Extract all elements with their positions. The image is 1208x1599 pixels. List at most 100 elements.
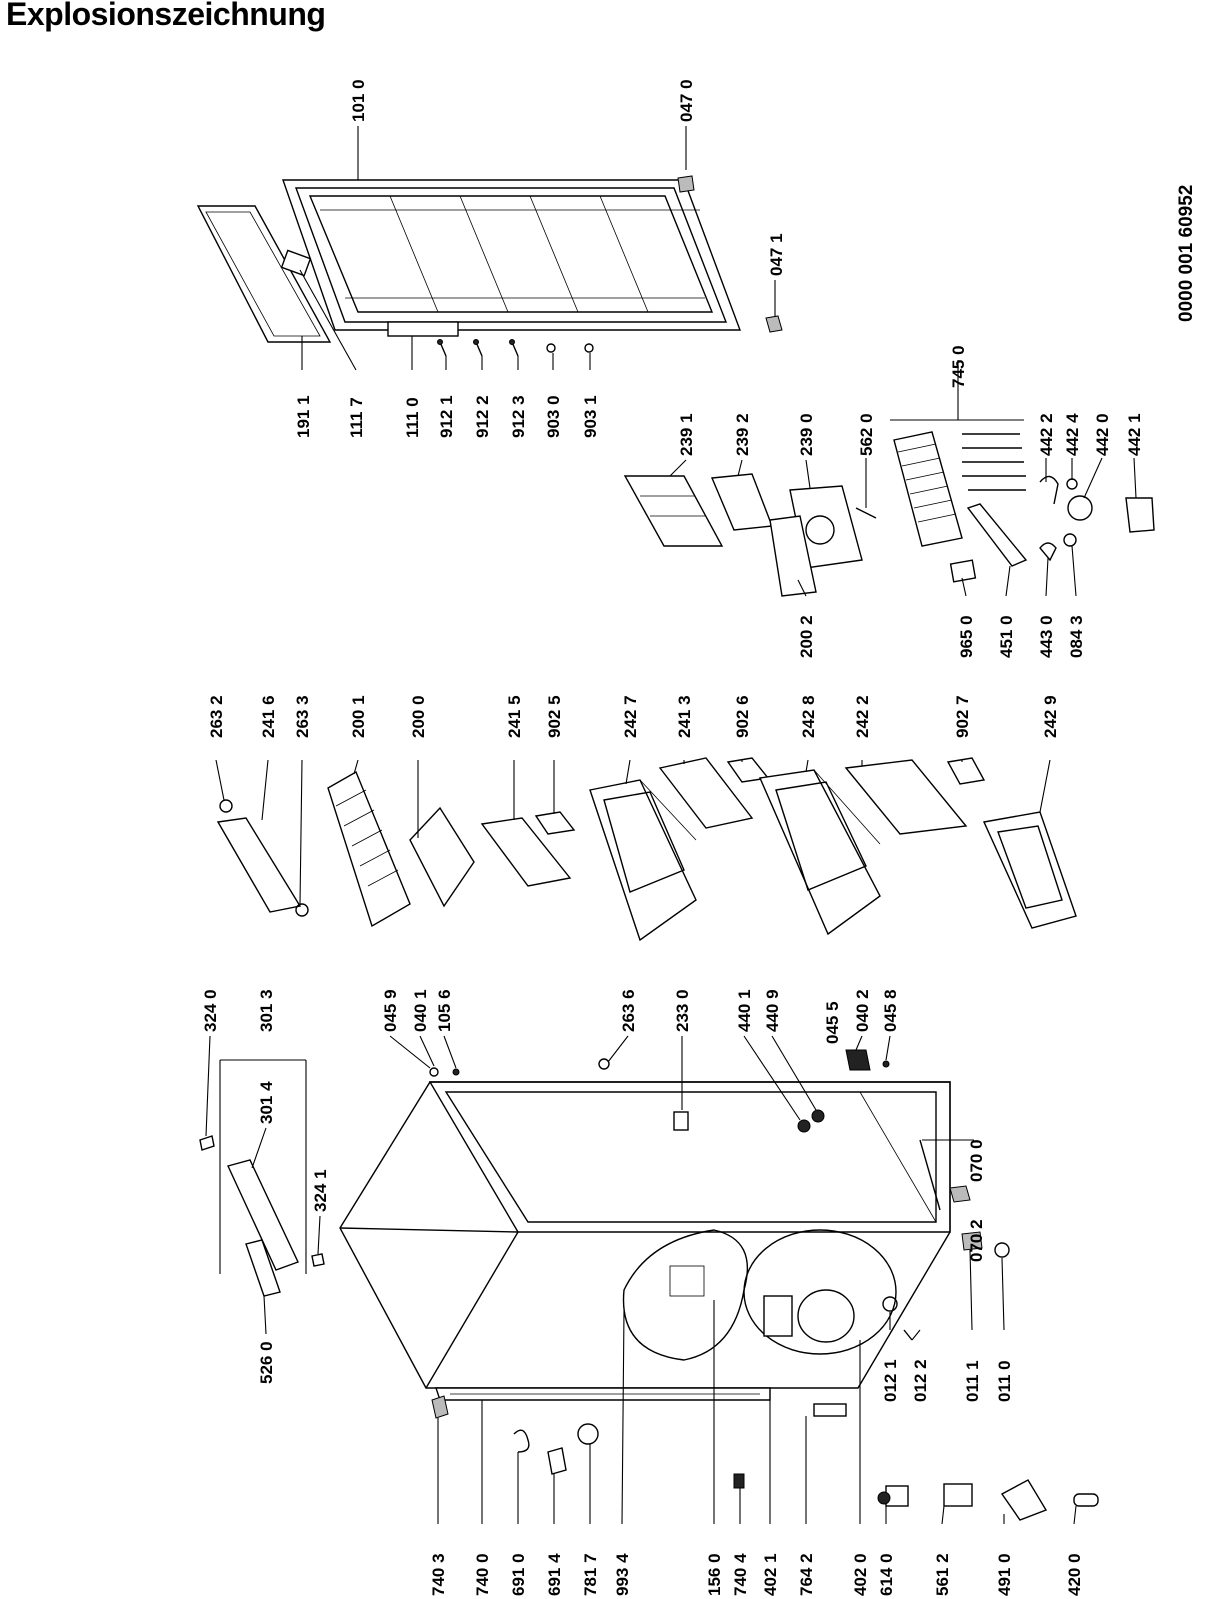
screw-912-2 xyxy=(473,339,483,357)
cabinet-body xyxy=(339,1081,951,1389)
label-451-0: 451 0 xyxy=(997,615,1016,658)
label-301-4: 301 4 xyxy=(257,1081,276,1124)
clip-263-3 xyxy=(295,903,309,917)
label-263-2: 263 2 xyxy=(207,695,226,738)
pin-324-0 xyxy=(199,1135,215,1151)
label-902-5: 902 5 xyxy=(545,695,564,738)
label-111-7: 111 7 xyxy=(347,397,366,438)
leaders-shelves xyxy=(215,759,1051,905)
cover-plate-239-1 xyxy=(623,475,724,547)
fan-part-442-2 xyxy=(1039,475,1059,505)
label-241-6: 241 6 xyxy=(259,695,278,738)
label-442-1: 442 1 xyxy=(1125,413,1144,456)
label-740-3: 740 3 xyxy=(429,1553,448,1596)
label-740-4: 740 4 xyxy=(731,1553,750,1596)
hinge-902-5 xyxy=(534,811,576,835)
starter-561-2 xyxy=(943,1483,973,1507)
thermostat-233-0 xyxy=(673,1111,689,1131)
label-903-0: 903 0 xyxy=(544,395,563,438)
label-105-6: 105 6 xyxy=(435,989,454,1032)
label-561-2: 561 2 xyxy=(933,1553,952,1596)
label-442-2: 442 2 xyxy=(1037,413,1056,456)
label-045-8: 045 8 xyxy=(881,989,900,1032)
label-191-1: 191 1 xyxy=(294,395,313,438)
drawer-242-9 xyxy=(982,811,1077,929)
bushing-263-6 xyxy=(598,1058,610,1070)
drawer-242-7 xyxy=(589,779,697,942)
clip-903-1 xyxy=(584,343,594,353)
label-012-2: 012 2 xyxy=(911,1359,930,1402)
part-labels: 101 0 047 0 047 1 191 1 111 7 111 0 912 … xyxy=(201,79,1144,1596)
flap-241-5 xyxy=(480,817,572,887)
label-045-5: 045 5 xyxy=(823,1001,842,1044)
top-bracket-526-0 xyxy=(245,1239,281,1297)
door-shelf-241-6 xyxy=(216,817,302,913)
label-691-0: 691 0 xyxy=(509,1553,528,1596)
relay-614-0 xyxy=(877,1485,909,1507)
label-242-8: 242 8 xyxy=(799,695,818,738)
hinge-902-7 xyxy=(946,757,986,785)
evaporator-745-0 xyxy=(890,360,1026,547)
hinge-040-2 xyxy=(845,1049,871,1071)
label-402-1: 402 1 xyxy=(761,1553,780,1596)
cable-691-0 xyxy=(513,1429,530,1453)
plug-740-3 xyxy=(431,1395,449,1419)
label-047-1: 047 1 xyxy=(767,233,786,276)
label-200-0: 200 0 xyxy=(409,695,428,738)
top-cover-301-4 xyxy=(227,1159,299,1271)
label-781-7: 781 7 xyxy=(581,1553,600,1596)
capacitor-420-0 xyxy=(1073,1493,1099,1507)
label-912-3: 912 3 xyxy=(509,395,528,438)
fan-cover-965-0 xyxy=(949,559,977,583)
label-324-0: 324 0 xyxy=(201,989,220,1032)
label-440-9: 440 9 xyxy=(763,989,782,1032)
label-263-3: 263 3 xyxy=(293,695,312,738)
plug-440-9 xyxy=(811,1109,825,1123)
label-239-2: 239 2 xyxy=(733,413,752,456)
label-745-0: 745 0 xyxy=(949,345,968,388)
fan-part-084-3 xyxy=(1063,533,1077,547)
page-title: Explosionszeichnung xyxy=(6,0,326,32)
hinge-105-6 xyxy=(452,1068,460,1076)
label-263-6: 263 6 xyxy=(619,989,638,1032)
label-101-0: 101 0 xyxy=(349,79,368,122)
wire-shelf-200-1 xyxy=(327,770,411,928)
label-070-0: 070 0 xyxy=(967,1139,986,1182)
label-233-0: 233 0 xyxy=(673,989,692,1032)
drawer-242-8 xyxy=(758,769,881,936)
compressor-area xyxy=(743,1229,897,1355)
label-440-1: 440 1 xyxy=(735,989,754,1032)
clip-263-2 xyxy=(219,799,233,813)
hinge-cover-047-1 xyxy=(765,315,783,333)
label-040-1: 040 1 xyxy=(411,989,430,1032)
bracket-011-1 xyxy=(961,1231,983,1251)
label-562-0: 562 0 xyxy=(857,413,876,456)
fan-blade-442-1 xyxy=(1125,497,1155,533)
grommet-012-1 xyxy=(882,1296,898,1312)
label-912-2: 912 2 xyxy=(473,395,492,438)
label-070-2: 070 2 xyxy=(967,1219,986,1262)
seal-070-0 xyxy=(919,1139,941,1211)
label-993-4: 993 4 xyxy=(613,1553,632,1596)
drain-764-2 xyxy=(813,1403,847,1417)
label-047-0: 047 0 xyxy=(677,79,696,122)
fan-motor-442-0 xyxy=(1067,495,1093,521)
label-011-1: 011 1 xyxy=(963,1360,982,1402)
pin-562-0 xyxy=(855,507,877,519)
label-443-0: 443 0 xyxy=(1037,615,1056,658)
label-011-0: 011 0 xyxy=(995,1360,1014,1402)
label-324-1: 324 1 xyxy=(311,1169,330,1212)
fan-plate-239-2 xyxy=(710,473,773,531)
flap-241-3 xyxy=(658,757,754,829)
label-902-7: 902 7 xyxy=(953,695,972,738)
label-442-0: 442 0 xyxy=(1093,413,1112,456)
label-239-1: 239 1 xyxy=(677,413,696,456)
screw-045-8 xyxy=(882,1060,890,1068)
label-442-4: 442 4 xyxy=(1063,413,1082,456)
label-491-0: 491 0 xyxy=(995,1553,1014,1596)
label-420-0: 420 0 xyxy=(1065,1553,1084,1596)
condenser-frame-993-4 xyxy=(622,1229,748,1361)
hinge-cover-047-0 xyxy=(677,175,695,193)
label-040-2: 040 2 xyxy=(853,989,872,1032)
